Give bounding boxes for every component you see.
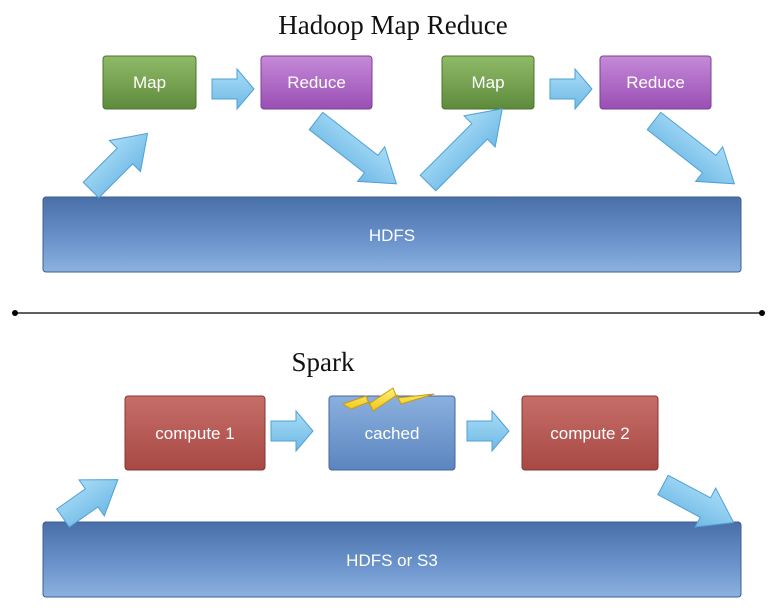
cached-label: cached [365, 424, 420, 443]
reduce-box-2: Reduce [599, 55, 712, 110]
hdfs-to-map1-arrow-icon [82, 132, 149, 199]
compute-1-label: compute 1 [155, 424, 234, 443]
hadoop-title: Hadoop Map Reduce [278, 10, 507, 40]
reduce-box-1: Reduce [260, 55, 373, 110]
map-box-2-label: Map [471, 73, 504, 92]
hdfs-label: HDFS [369, 226, 415, 245]
reduce-box-2-label: Reduce [626, 73, 685, 92]
map-box-1-label: Map [133, 73, 166, 92]
compute-2-label: compute 2 [550, 424, 629, 443]
map1-to-reduce1-arrow-icon [211, 67, 255, 111]
compute1-to-cached-arrow-icon [270, 409, 314, 453]
lightning-icon [342, 387, 435, 412]
hdfs-or-s3-label: HDFS or S3 [346, 551, 438, 570]
spark-title: Spark [292, 347, 355, 377]
hdfs-storage-bar: HDFS [42, 196, 742, 273]
compute-2-box: compute 2 [521, 395, 659, 471]
compute2-to-storage-arrow-icon [657, 474, 735, 528]
map-box-2: Map [441, 55, 535, 110]
section-divider [12, 310, 765, 316]
cached-box: cached [328, 395, 456, 471]
map-box-1: Map [102, 55, 197, 110]
map2-to-reduce2-arrow-icon [549, 67, 593, 111]
reduce1-to-hdfs-arrow-icon [308, 111, 398, 185]
hdfs-or-s3-storage-bar: HDFS or S3 [42, 521, 742, 598]
hdfs-to-map2-arrow-icon [419, 108, 503, 192]
reduce-box-1-label: Reduce [287, 73, 346, 92]
cached-to-compute2-arrow-icon [466, 409, 510, 453]
reduce2-to-hdfs-arrow-icon [646, 111, 736, 185]
storage-to-compute1-arrow-icon [55, 479, 119, 528]
compute-1-box: compute 1 [124, 395, 266, 471]
